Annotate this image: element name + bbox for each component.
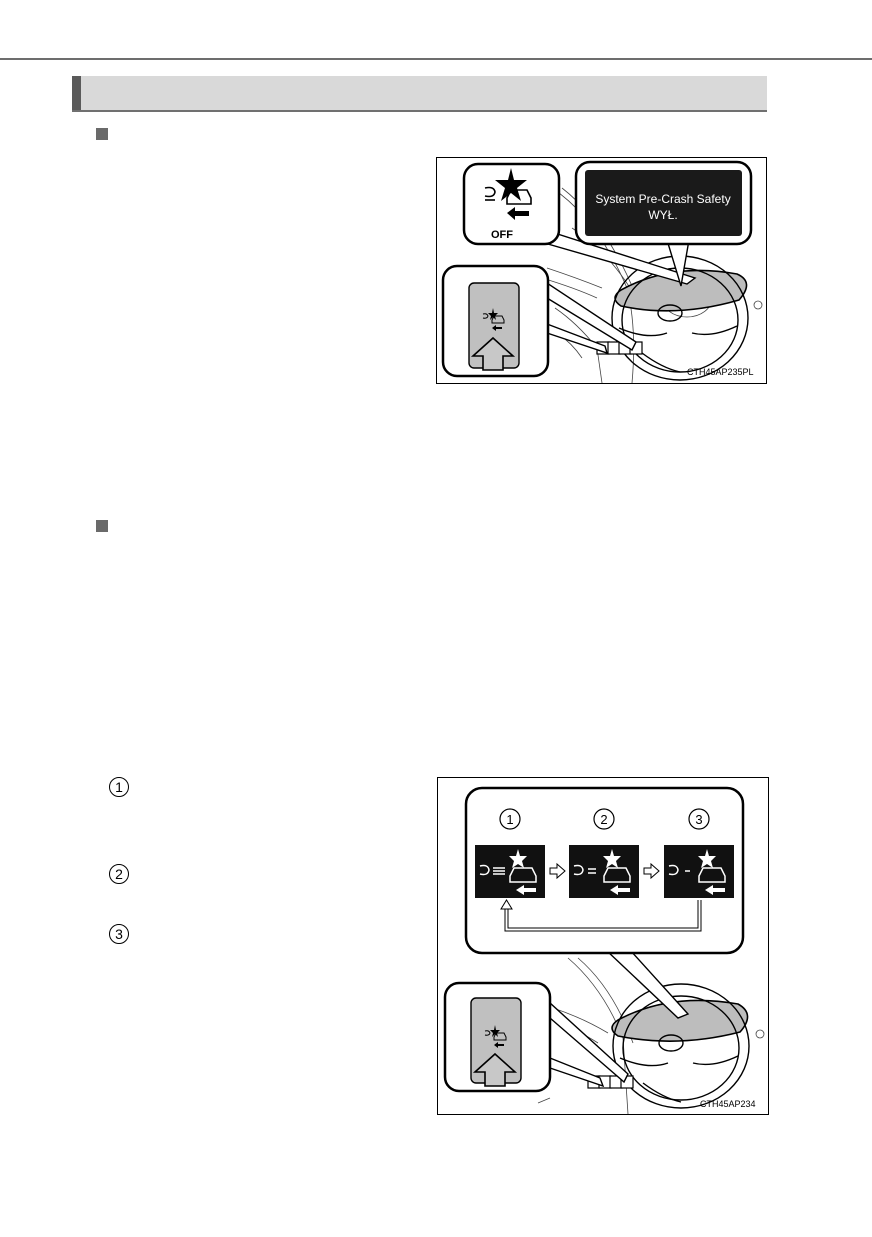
- off-label: OFF: [491, 229, 513, 241]
- switch-star-icon: [488, 308, 498, 320]
- switch-bubble-2: [443, 981, 552, 1093]
- switch-bubble: [441, 264, 550, 378]
- press-arrow-icon: [470, 336, 516, 371]
- list-marker-1: 1: [109, 777, 129, 797]
- seq-marker-2: 2: [600, 812, 607, 827]
- figure-pcs-off: OFF System Pre-Crash Safety WYŁ. CTH45AP…: [436, 157, 767, 384]
- message-display-bubble: System Pre-Crash Safety WYŁ.: [574, 160, 753, 246]
- seq-marker-1-circle: [499, 808, 521, 830]
- seq-marker-1: 1: [506, 812, 513, 827]
- list-marker-2: 2: [109, 864, 129, 884]
- seq-marker-3-circle: [688, 808, 710, 830]
- message-line-2: WYŁ.: [648, 208, 677, 222]
- sensitivity-sequence-bubble: 1 2 3: [464, 786, 745, 955]
- sensitivity-icon-near: [664, 845, 734, 898]
- figure-sensitivity: 1 2 3: [437, 777, 769, 1115]
- seq-marker-2-circle: [593, 808, 615, 830]
- seq-marker-3: 3: [695, 812, 702, 827]
- next-arrow-icon-2: [643, 862, 660, 880]
- next-arrow-icon-1: [549, 862, 566, 880]
- figure-sensitivity-drawing: 1 2 3: [443, 786, 765, 1114]
- switch-arrow-icon: [492, 325, 502, 331]
- message-line-1: System Pre-Crash Safety: [595, 192, 730, 206]
- section-header-bar: [72, 76, 767, 112]
- sensitivity-icon-mid: [569, 845, 639, 898]
- pcs-icon-bubble: OFF: [462, 162, 561, 246]
- collision-star-icon: [495, 168, 527, 201]
- list-marker-3: 3: [109, 924, 129, 944]
- section-header-accent: [72, 76, 81, 110]
- arrow-left-icon: [507, 207, 529, 220]
- subsection-bullet-1: [96, 128, 108, 140]
- return-loop-line: [507, 900, 699, 929]
- figure-code-1: CTH45AP235PL: [687, 367, 754, 377]
- figure-code-2: CTH45AP234: [700, 1099, 756, 1109]
- figure-pcs-off-drawing: OFF System Pre-Crash Safety WYŁ. CTH45AP…: [441, 160, 763, 383]
- press-arrow-icon-2: [472, 1052, 518, 1087]
- top-rule: [0, 58, 872, 60]
- sensitivity-icon-far: [475, 845, 545, 898]
- subsection-bullet-2: [96, 520, 108, 532]
- return-arrow-icon: [500, 899, 513, 910]
